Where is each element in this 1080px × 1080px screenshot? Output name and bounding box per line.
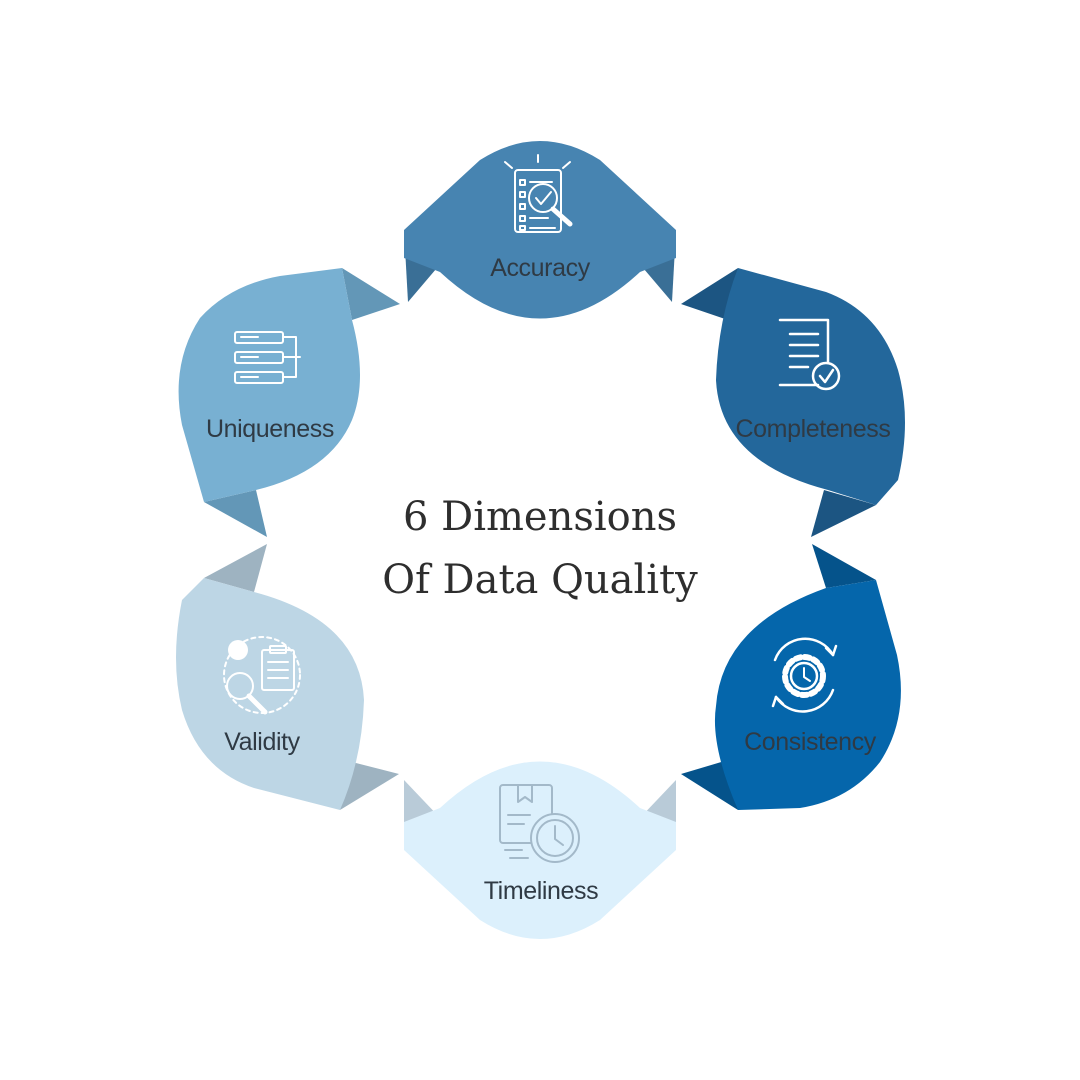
label-validity: Validity	[224, 728, 300, 756]
tab-validity-top	[204, 544, 267, 592]
diagram-title: 6 Dimensions Of Data Quality	[382, 494, 698, 603]
segment-labels: Accuracy Completeness Consistency Timeli…	[206, 254, 891, 905]
analysis-clipboard-icon	[223, 636, 301, 715]
label-timeliness: Timeliness	[484, 877, 599, 905]
tab-consistency-top	[812, 544, 876, 588]
document-clock-icon	[499, 784, 580, 863]
tab-consistency-bottom	[681, 760, 738, 810]
title-line-1: 6 Dimensions	[403, 494, 677, 540]
segment-uniqueness-shape	[178, 268, 360, 502]
tab-validity-bottom	[340, 762, 399, 810]
tab-uniqueness-bottom	[204, 490, 267, 537]
segment-completeness-shape	[716, 268, 905, 505]
label-accuracy: Accuracy	[490, 254, 591, 282]
tab-completeness-bottom	[811, 490, 876, 537]
document-check-icon	[778, 318, 841, 391]
segment-accuracy-shape	[404, 141, 676, 319]
label-completeness: Completeness	[735, 415, 890, 443]
checklist-magnifier-icon	[504, 154, 573, 233]
connector-tabs	[204, 230, 876, 850]
label-consistency: Consistency	[744, 728, 877, 756]
database-servers-icon	[234, 331, 301, 384]
segment-validity-shape	[176, 578, 364, 810]
tab-uniqueness-top	[342, 268, 400, 320]
tab-completeness-top	[681, 268, 738, 320]
label-uniqueness: Uniqueness	[206, 415, 334, 443]
title-line-2: Of Data Quality	[382, 557, 698, 603]
gear-clock-cycle-icon	[771, 637, 838, 713]
